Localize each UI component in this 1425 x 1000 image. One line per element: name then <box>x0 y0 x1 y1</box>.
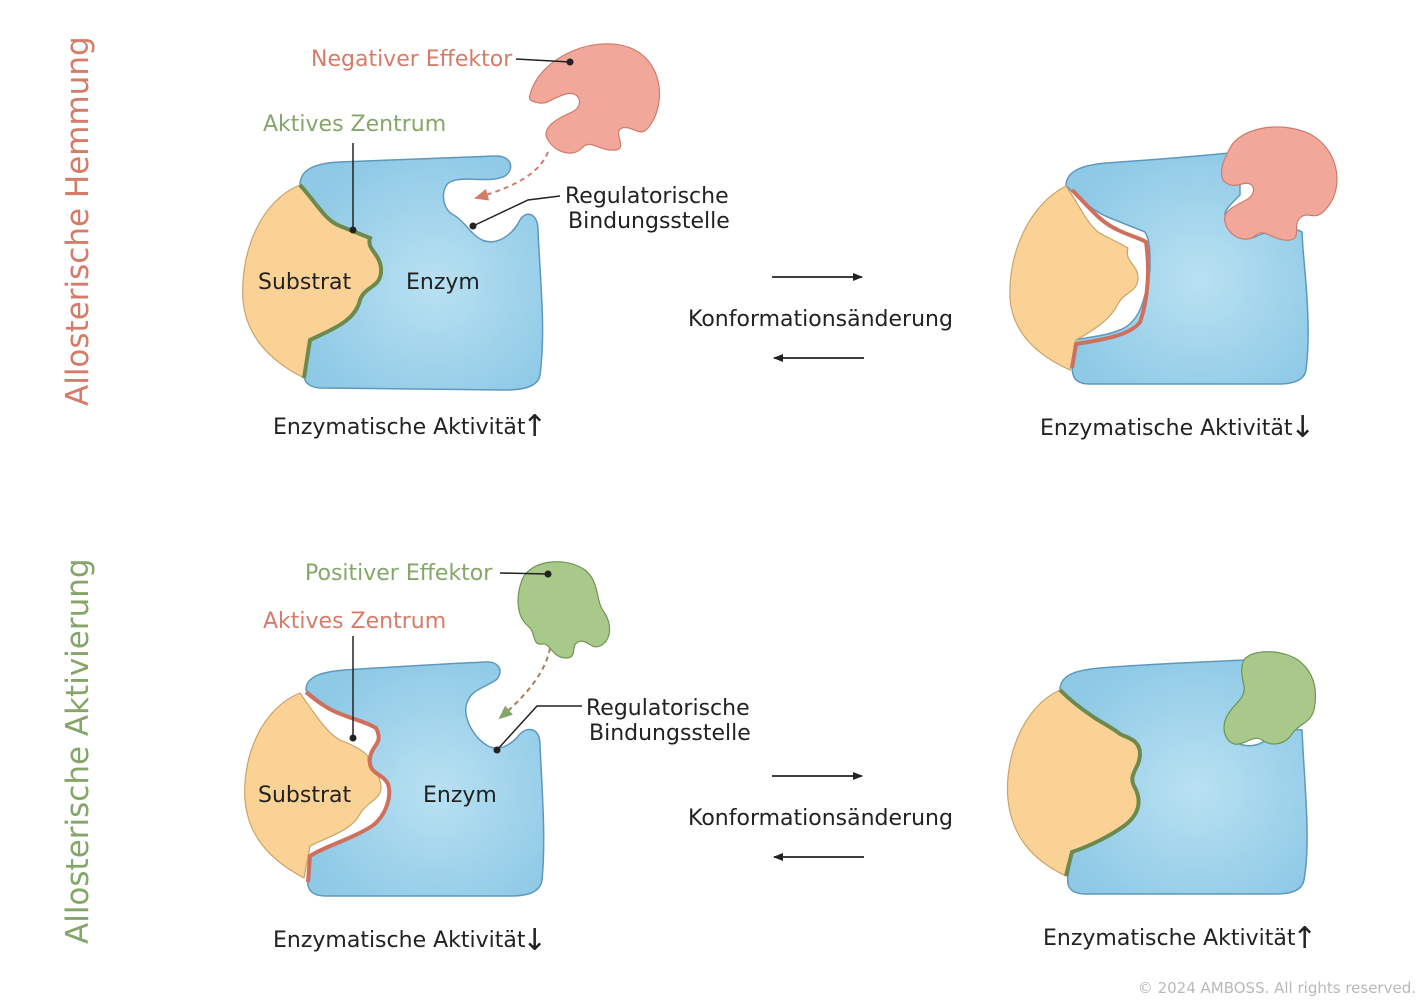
enzyme-activated-state-bottom: Enzymatische Aktivität ↑ <box>1006 651 1317 956</box>
active-site-dot <box>349 734 357 742</box>
enzyme-label: Enzym <box>406 270 480 295</box>
negative-effector-label: Negativer Effektor <box>311 47 513 72</box>
activity-label-right: Enzymatische Aktivität <box>1043 926 1296 951</box>
misfit-active-site <box>304 690 392 883</box>
activity-arrow-up: ↑ <box>522 409 547 444</box>
activity-arrow-down: ↓ <box>1290 410 1315 445</box>
bound-negative-effector <box>1221 126 1338 241</box>
regulatory-site-leader <box>496 705 582 751</box>
substrate-label: Substrat <box>258 783 351 808</box>
enzyme-inactive-state-bottom <box>244 661 545 897</box>
positive-effector-leader <box>499 572 549 575</box>
active-site-contour <box>298 183 383 379</box>
substrate-label: Substrat <box>258 270 351 295</box>
positive-effector-dot <box>544 570 552 578</box>
deformed-active-site <box>1070 188 1150 369</box>
copyright-notice: © 2024 AMBOSS. All rights reserved. <box>1138 979 1416 997</box>
regulatory-site-label-1: Regulatorische <box>586 696 750 721</box>
substrate-shape <box>244 692 382 879</box>
enzyme-inhibited-state-top: Enzymatische Aktivität ↓ <box>1009 126 1338 445</box>
positive-effector-shape <box>517 561 611 659</box>
fitted-active-site <box>1058 688 1143 877</box>
conformation-label: Konformationsänderung <box>688 307 953 332</box>
active-site-dot <box>349 226 357 234</box>
enzyme-label: Enzym <box>423 783 497 808</box>
positive-effector-label: Positiver Effektor <box>305 561 493 586</box>
active-site-label: Aktives Zentrum <box>263 112 446 137</box>
active-site-label: Aktives Zentrum <box>263 609 446 634</box>
regulatory-site-dot <box>469 222 477 230</box>
activity-label-right: Enzymatische Aktivität <box>1040 416 1293 441</box>
negative-effector-leader <box>515 58 571 63</box>
inhibition-side-title: Allosterische Hemmung <box>60 36 96 406</box>
regulatory-site-leader <box>472 195 561 227</box>
activity-arrow-down: ↓ <box>522 923 547 958</box>
regulatory-site-label-2: Bindungsstelle <box>568 209 730 234</box>
regulatory-site-dot <box>493 746 501 754</box>
activity-label-left: Enzymatische Aktivität <box>273 415 526 440</box>
activity-arrow-up: ↑ <box>1292 921 1317 956</box>
enzyme-active-state-top <box>242 155 544 391</box>
negative-effector-dot <box>566 58 574 66</box>
regulatory-site-label-1: Regulatorische <box>565 184 729 209</box>
effector-dashed-arrow <box>498 647 551 720</box>
bound-positive-effector <box>1223 651 1317 745</box>
negative-effector-shape <box>528 43 661 154</box>
substrate-shape <box>1009 185 1139 371</box>
activity-label-left: Enzymatische Aktivität <box>273 928 526 953</box>
regulatory-site-label-2: Bindungsstelle <box>589 721 751 746</box>
activation-side-title: Allosterische Aktivierung <box>60 558 96 944</box>
effector-dashed-arrow <box>474 151 549 201</box>
conformation-label: Konformationsänderung <box>688 806 953 831</box>
